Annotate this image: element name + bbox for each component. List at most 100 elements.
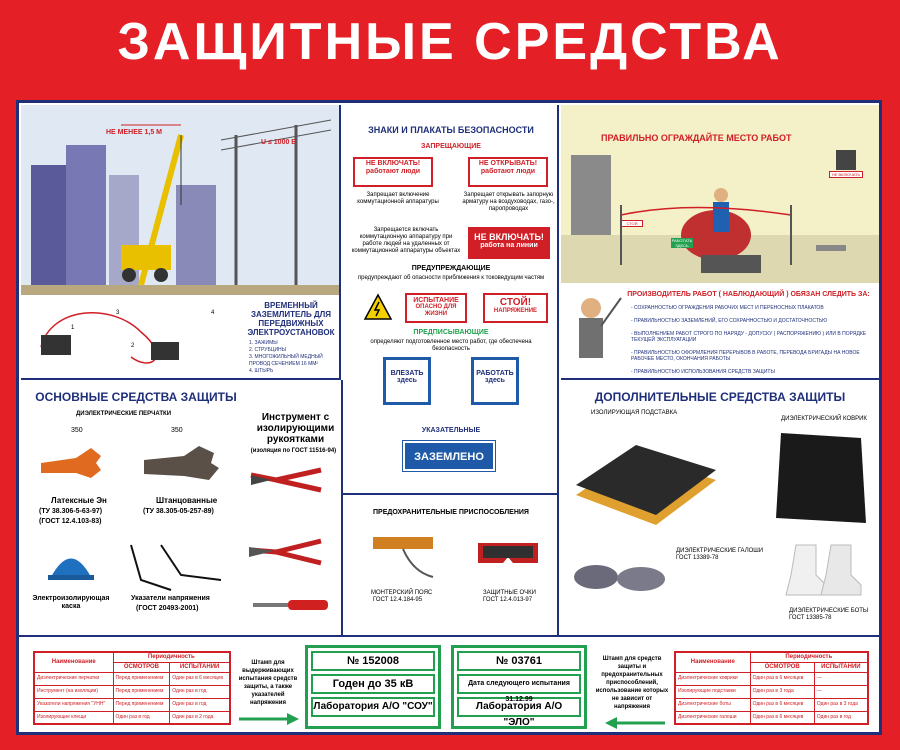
- sign-desc: Запрещается включать коммутационную аппа…: [351, 227, 461, 254]
- screwdriver-image: [253, 600, 328, 610]
- latex-spec-1: (ТУ 38.306-5-63-97): [39, 508, 103, 515]
- galoshes-label: ДИЭЛЕКТРИЧЕСКИЕ ГАЛОШИ: [676, 548, 764, 554]
- helmet-label: Электроизолирующая каска: [32, 595, 110, 610]
- boots-label: ДИЭЛЕКТРИЧЕСКИЕ БОТЫ: [789, 608, 869, 614]
- table-cell: Указатели напряжения "УНН": [33, 697, 114, 712]
- responsibility-item: - ПРАВИЛЬНОСТЬЮ ИСПОЛЬЗОВАНИЯ СРЕДСТВ ЗА…: [631, 369, 775, 375]
- belt-image: [373, 537, 434, 578]
- table-cell: Один раз в 3 года: [749, 684, 815, 699]
- indicative-title: УКАЗАТЕЛЬНЫЕ: [421, 427, 481, 434]
- table-cell: Один раз в год: [813, 710, 869, 725]
- signs-title: ЗНАКИ И ПЛАКАТЫ БЕЗОПАСНОСТИ: [368, 125, 534, 135]
- stamp-row: Лаборатория А/О "СОУ": [311, 697, 435, 717]
- left-arrow-icon: [239, 713, 299, 725]
- table-cell: Диэлектрические перчатки: [33, 671, 114, 686]
- sign-climb-here: ВЛЕЗАТЬ здесь: [383, 357, 431, 405]
- tool-spec: (изоляция по ГОСТ 11516-94): [250, 448, 337, 454]
- table-cell: —: [813, 671, 869, 686]
- table-row: Указатели напряжения "УНН" Перед примене…: [33, 697, 231, 712]
- sign-text: ВЛЕЗАТЬ: [390, 370, 424, 377]
- voltage-label: U ≤ 1000 В: [261, 139, 297, 146]
- left-inspection-table: Наименование Периодичность ОСМОТРОВ ИСПЫ…: [33, 651, 231, 725]
- sign-text: работают люди: [365, 168, 421, 175]
- boots-image: [785, 544, 862, 596]
- table-cell: Один раз в год: [169, 697, 231, 712]
- goggles-image: [478, 543, 538, 563]
- carpet-image: [776, 433, 866, 523]
- table-cell: Перед применением: [112, 671, 171, 686]
- right-arrow-icon: [605, 717, 665, 729]
- voltage-spec: (ГОСТ 20493-2001): [136, 605, 199, 612]
- table-cell: —: [813, 684, 869, 699]
- table-header: Периодичность: [749, 651, 869, 663]
- test-stamp-1: № 152008 Годен до 35 кВ Лаборатория А/О …: [305, 645, 441, 729]
- stamp-row: Годен до 35 кВ: [311, 674, 435, 694]
- supervisor-illustration: [579, 297, 622, 358]
- table-row: Диэлектрические перчатки Перед применени…: [33, 671, 231, 686]
- left-stamp-note: Штамп для выдерживающих испытания средст…: [238, 660, 298, 706]
- right-inspection-table: Наименование Периодичность ОСМОТРОВ ИСПЫ…: [674, 651, 869, 725]
- table-row: Изолирующие подставки Один раз в 3 года …: [674, 684, 869, 699]
- galoshes-spec: ГОСТ 13389-78: [676, 555, 719, 561]
- warning-title: ПРЕДУПРЕЖДАЮЩИЕ: [411, 265, 491, 272]
- protective-title: ПРЕДОХРАНИТЕЛЬНЫЕ ПРИСПОСОБЛЕНИЯ: [373, 509, 529, 516]
- table-cell: Один раз в 2 года: [169, 710, 231, 725]
- basic-means-panel: ОСНОВНЫЕ СРЕДСТВА ЗАЩИТЫ ДИЭЛЕКТРИЧЕСКИЕ…: [21, 380, 343, 635]
- fence-panel: ПРАВИЛЬНО ОГРАЖДАЙТЕ МЕСТО РАБОТ НЕ ВКЛЮ…: [561, 105, 879, 380]
- sign-text: здесь: [397, 377, 417, 384]
- protective-panel: ПРЕДОХРАНИТЕЛЬНЫЕ ПРИСПОСОБЛЕНИЯ МОНТЕРС…: [343, 495, 559, 635]
- additional-title: ДОПОЛНИТЕЛЬНЫЕ СРЕДСТВА ЗАЩИТЫ: [594, 390, 846, 404]
- latex-glove-image: [41, 448, 101, 478]
- fence-plate-1: НЕ ВКЛЮЧАТЬ: [829, 171, 863, 178]
- table-cell: Диэлектрические галоши: [674, 710, 751, 725]
- latex-spec-2: (ГОСТ 12.4.103-83): [39, 518, 102, 525]
- stamp-row: № 152008: [311, 651, 435, 671]
- ground-num-4: 4: [211, 310, 215, 316]
- table-cell: Изолирующие подставки: [674, 684, 751, 699]
- responsibility-item: - ПРАВИЛЬНОСТЬЮ ЗАЗЕМЛЕНИЙ, ЕГО СОХРАННО…: [631, 318, 828, 324]
- grounding-illustration: [40, 311, 179, 364]
- sign-text: СТОЙ!: [499, 297, 532, 308]
- right-stamp-note: Штамп для средств защиты и предохранител…: [595, 656, 669, 710]
- fence-plate-3: РАБОТАТЬ ЗДЕСЬ: [671, 238, 693, 248]
- sign-text: работа на линии: [480, 242, 538, 249]
- sign-text: РАБОТАТЬ: [476, 370, 514, 377]
- stand-image: [576, 445, 716, 525]
- sign-text: НАПРЯЖЕНИЕ: [493, 308, 538, 314]
- sign-text: ИСПЫТАНИЕ: [413, 297, 459, 304]
- sign-desc: Запрещает включение коммутационной аппар…: [357, 192, 439, 205]
- table-row: Диэлектрические галоши Один раз в 6 меся…: [674, 710, 869, 725]
- fence-plate-2: СТОЙ: [621, 220, 643, 227]
- goggles-spec: ГОСТ 12.4.013-97: [483, 597, 533, 603]
- ground-item: 4. ШТЫРЬ: [249, 368, 274, 374]
- table-row: Инструмент (на изоляции) Перед применени…: [33, 684, 231, 699]
- sign-text: здесь: [485, 377, 505, 384]
- stand-label: ИЗОЛИРУЮЩАЯ ПОДСТАВКА: [591, 410, 678, 416]
- table-cell: Один раз в год: [169, 684, 231, 699]
- responsibility-list: - СОХРАННОСТЬЮ ОГРАЖДЕНИЯ РАБОЧИХ МЕСТ И…: [631, 305, 871, 375]
- table-header: ИСПЫТАНИЙ: [813, 661, 869, 673]
- table-cell: Перед применением: [112, 697, 171, 712]
- pliers-2-image: [249, 538, 322, 566]
- ground-item: 1. ЗАЖИМЫ: [249, 340, 278, 346]
- goggles-label: ЗАЩИТНЫЕ ОЧКИ: [483, 590, 536, 596]
- sign-stop: СТОЙ! НАПРЯЖЕНИЕ: [483, 293, 548, 323]
- table-cell: Один раз в 6 месяцев: [749, 697, 815, 712]
- fence-illustration: [561, 105, 879, 283]
- table-row: Изолирующие клещи Один раз в год Один ра…: [33, 710, 231, 725]
- stamped-glove-image: [144, 446, 219, 480]
- glove-dimension-2: 350: [171, 427, 183, 434]
- boots-spec: ГОСТ 13385-78: [789, 615, 832, 621]
- sign-line-work: НЕ ВКЛЮЧАТЬ! работа на линии: [468, 227, 550, 259]
- bottom-strip: Наименование Периодичность ОСМОТРОВ ИСПЫ…: [19, 635, 879, 732]
- responsibility-title: ПРОИЗВОДИТЕЛЬ РАБОТ ( НАБЛЮДАЮЩИЙ ) ОБЯЗ…: [627, 291, 870, 298]
- poster-board: НЕ МЕНЕЕ 1,5 М U ≤ 1000 В 1 2 3 4 ВРЕМЕН…: [16, 100, 882, 735]
- sign-testing: ИСПЫТАНИЕ ОПАСНО ДЛЯ ЖИЗНИ: [405, 293, 467, 323]
- sign-text: НЕ ВКЛЮЧАТЬ!: [474, 232, 544, 242]
- table-row: Диэлектрические боты Один раз в 6 месяце…: [674, 697, 869, 712]
- table-cell: Изолирующие клещи: [33, 710, 114, 725]
- table-header: Наименование: [674, 651, 751, 673]
- test-stamp-2: № 03761 Дата следующего испытания 31.12.…: [451, 645, 587, 729]
- ground-num-1: 1: [71, 325, 75, 331]
- belt-label: МОНТЕРСКИЙ ПОЯС: [371, 590, 433, 596]
